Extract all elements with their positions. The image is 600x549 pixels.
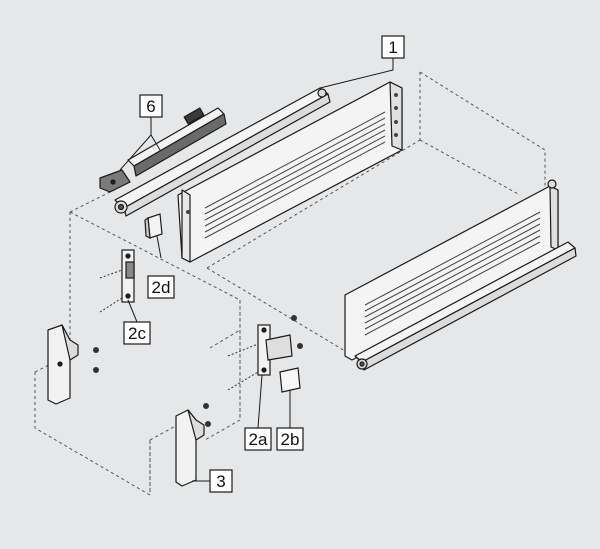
- callout-1-label: 1: [388, 38, 397, 57]
- screws-2c: [99, 269, 123, 313]
- callout-2b: 2b: [276, 427, 304, 451]
- front-bracket-right-screws: [203, 403, 211, 427]
- callout-2a: 2a: [244, 427, 272, 451]
- bracket-part-2a: [257, 324, 301, 393]
- callout-2d: 2d: [147, 275, 175, 299]
- drawer-side-right-slots: [364, 211, 541, 336]
- callout-6: 6: [139, 94, 163, 118]
- leader-lines: [119, 58, 394, 482]
- runner-part-6: [99, 107, 227, 193]
- drawer-side-left-slots: [204, 111, 386, 239]
- drawer-side-right: [344, 179, 577, 371]
- bracket-part-2c: [121, 249, 135, 303]
- callout-2c-label: 2c: [128, 324, 146, 343]
- screws-2a: [291, 315, 303, 349]
- screw-guides-2a: [227, 343, 259, 391]
- callout-2a-label: 2a: [249, 430, 268, 449]
- callout-3: 3: [209, 469, 233, 493]
- callout-6-label: 6: [146, 97, 155, 116]
- front-bracket-right: [175, 409, 205, 487]
- drawer-side-left-holes: [186, 93, 398, 214]
- front-bracket-left: [47, 324, 79, 405]
- callout-2b-label: 2b: [281, 430, 300, 449]
- cap-part-2d: [144, 213, 163, 240]
- callout-1: 1: [381, 35, 405, 59]
- callout-3-label: 3: [216, 472, 225, 491]
- callout-2c: 2c: [123, 321, 151, 345]
- callout-2d-label: 2d: [152, 278, 171, 297]
- front-bracket-left-screws: [93, 347, 99, 373]
